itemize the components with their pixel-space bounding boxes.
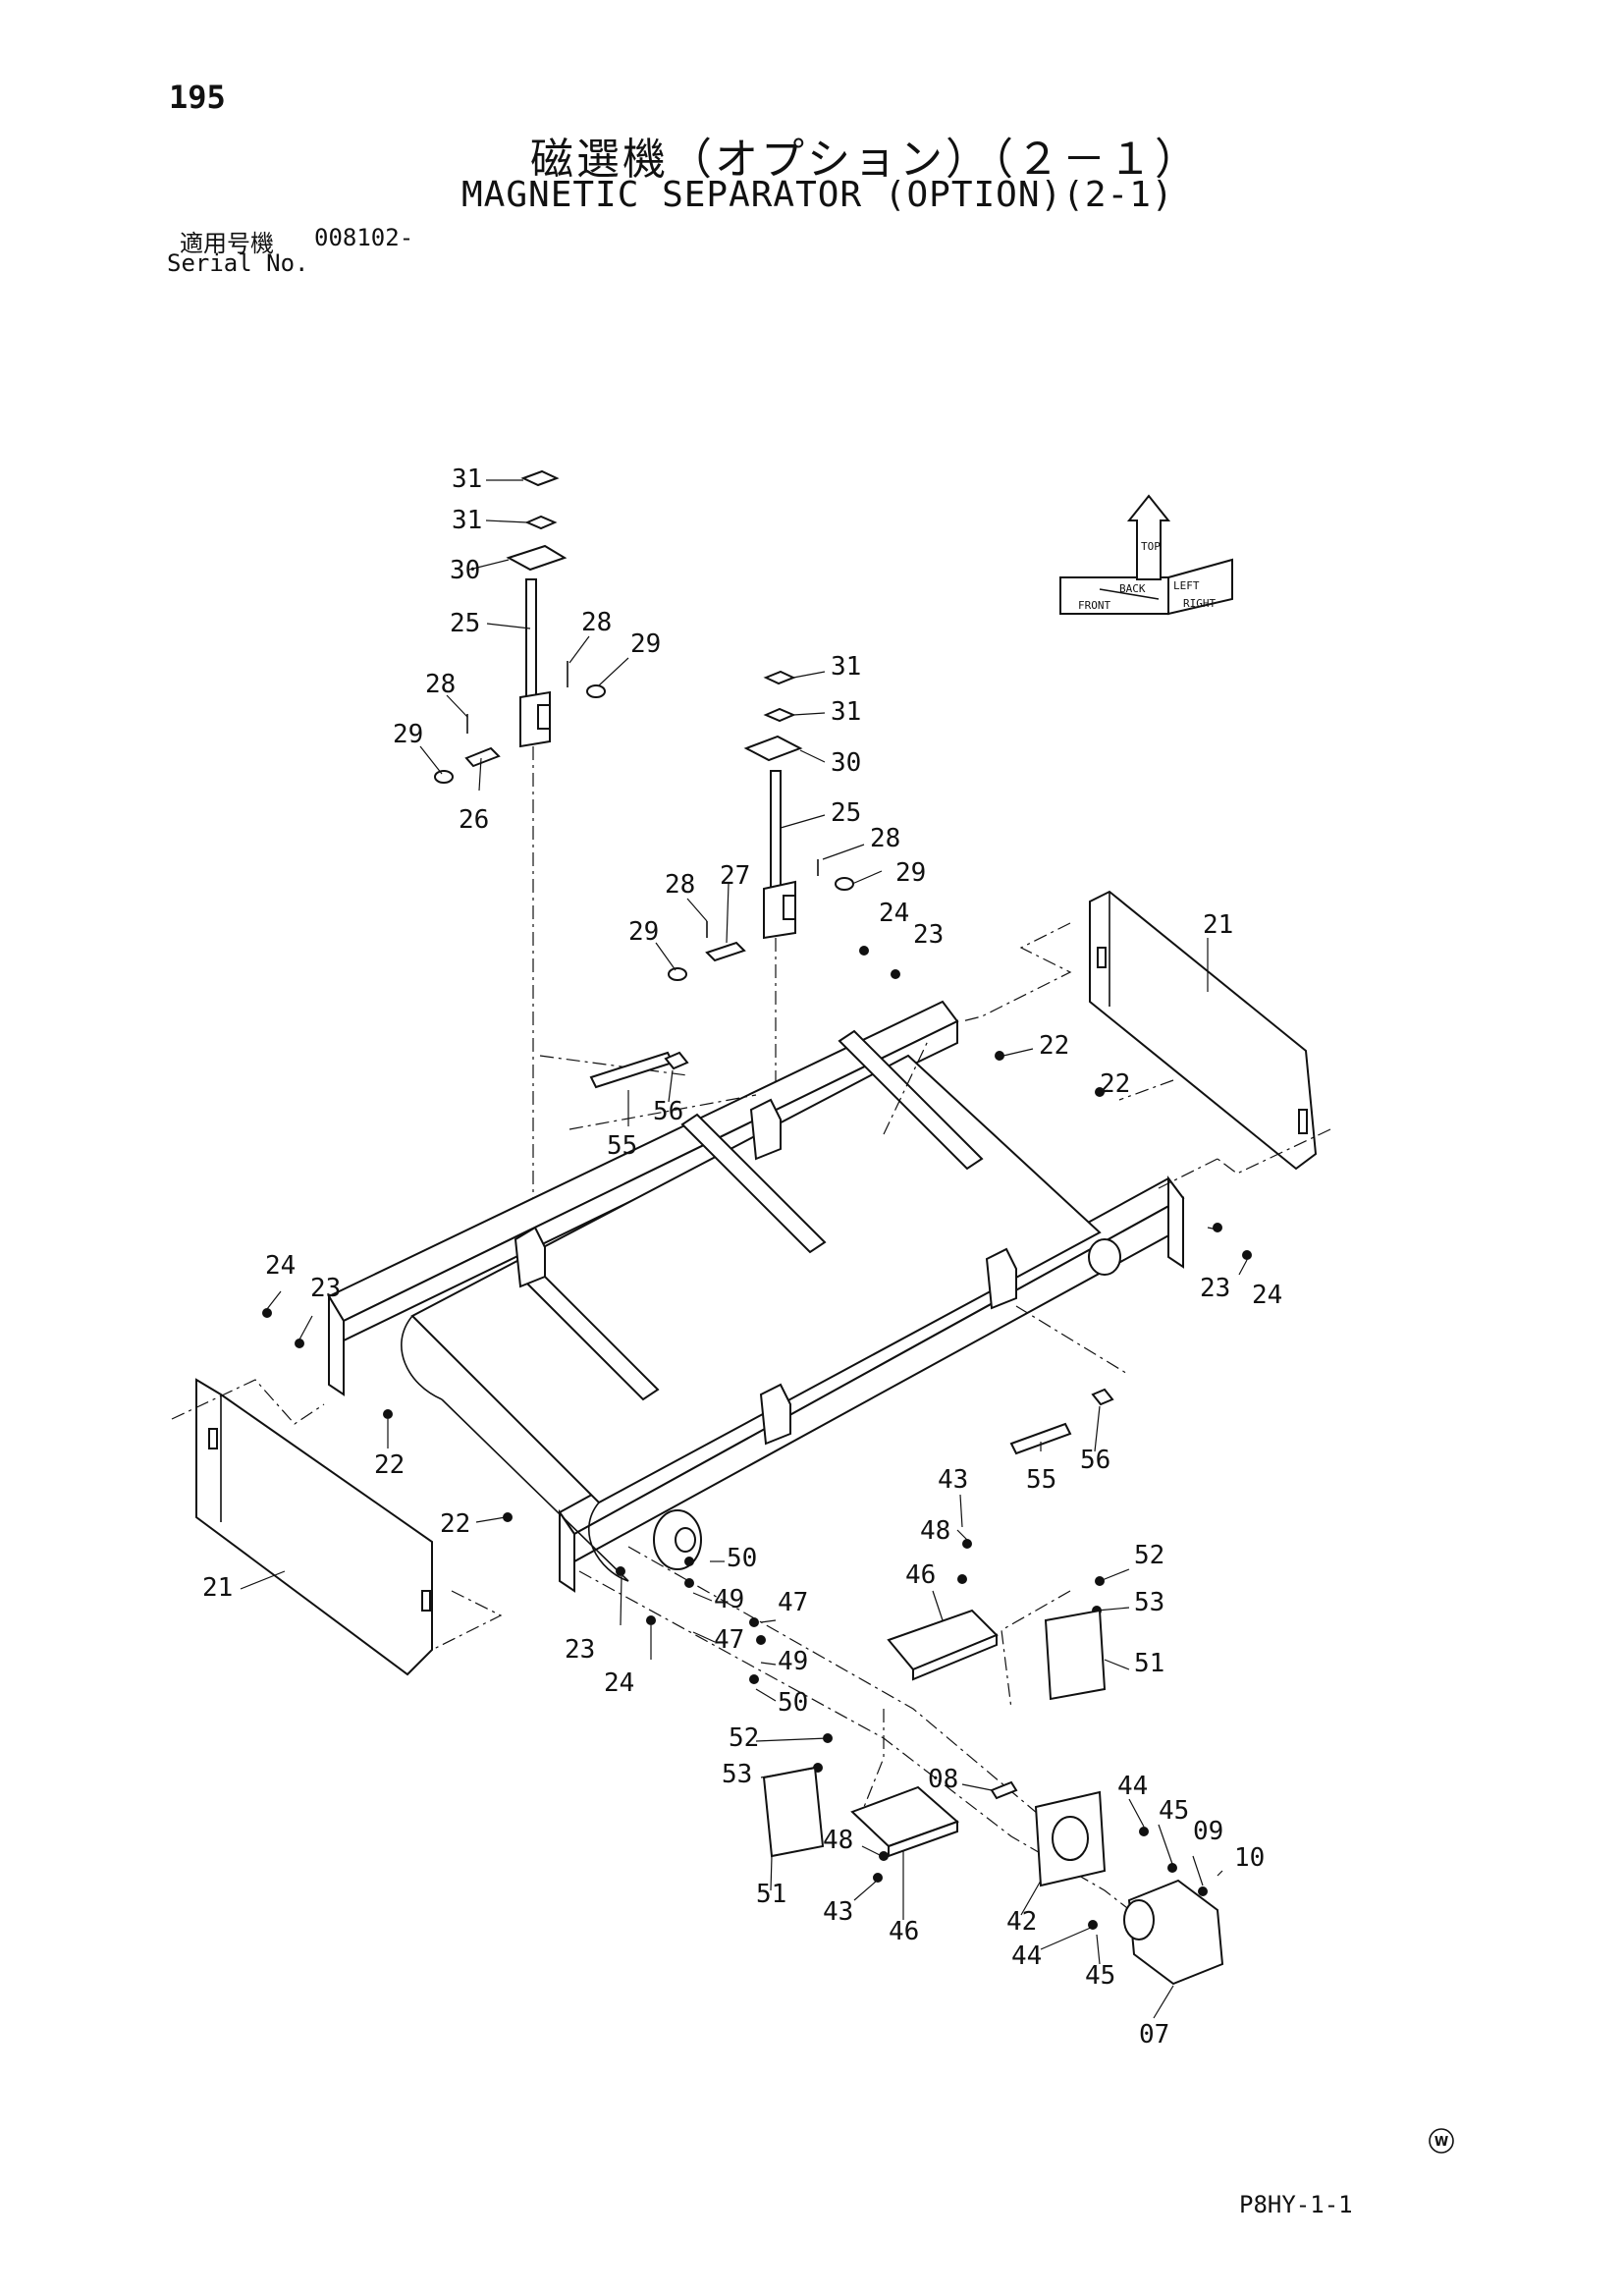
motor-plate-42 bbox=[1034, 1790, 1107, 1887]
part-label: 24 bbox=[265, 1251, 296, 1281]
part-label: 28 bbox=[581, 608, 612, 637]
bracket-46-upper bbox=[887, 1609, 999, 1681]
w-circle-mark-icon: W bbox=[1429, 2128, 1454, 2154]
part-label: 26 bbox=[459, 805, 489, 835]
svg-text:W: W bbox=[1434, 2135, 1448, 2150]
part-label: 31 bbox=[831, 697, 861, 727]
part-label: 43 bbox=[938, 1465, 968, 1495]
part-label: 29 bbox=[895, 858, 926, 888]
part-label: 56 bbox=[1080, 1446, 1110, 1475]
serial-label-japanese: 適用号機 bbox=[180, 230, 274, 257]
fasteners bbox=[262, 946, 1252, 1930]
drawing-code: P8HY-1-1 bbox=[1239, 2191, 1353, 2218]
part-label: 25 bbox=[450, 609, 480, 638]
part-label: 29 bbox=[630, 629, 661, 659]
leader-lines bbox=[240, 479, 1248, 2019]
part-label: 53 bbox=[1134, 1588, 1164, 1617]
part-label: 09 bbox=[1193, 1817, 1223, 1846]
part-label: 23 bbox=[913, 920, 944, 950]
part-label: 21 bbox=[1203, 910, 1233, 940]
part-label: 25 bbox=[831, 798, 861, 828]
part-label: 53 bbox=[722, 1760, 752, 1789]
part-label: 31 bbox=[452, 506, 482, 535]
part-label: 29 bbox=[628, 917, 659, 947]
side-cover-right bbox=[1089, 890, 1318, 1171]
part-label: 55 bbox=[607, 1131, 637, 1161]
part-label: 44 bbox=[1117, 1772, 1148, 1801]
part-label: 10 bbox=[1234, 1843, 1265, 1873]
hanger-assembly-center bbox=[668, 670, 854, 1316]
part-label: 24 bbox=[879, 899, 909, 928]
direction-indicator: FRONT BACK TOP LEFT RIGHT bbox=[1059, 494, 1233, 616]
part-label: 21 bbox=[202, 1573, 233, 1603]
part-label: 47 bbox=[714, 1625, 744, 1655]
part-label: 45 bbox=[1159, 1796, 1189, 1826]
part-label: 48 bbox=[823, 1826, 853, 1855]
part-label: 46 bbox=[905, 1560, 936, 1590]
serial-number-value: 008102- bbox=[314, 224, 414, 251]
part-label: 51 bbox=[1134, 1649, 1164, 1678]
part-label: 24 bbox=[604, 1668, 634, 1698]
part-label: 23 bbox=[1200, 1274, 1230, 1303]
part-label: 31 bbox=[452, 465, 482, 494]
part-label: 51 bbox=[756, 1880, 786, 1909]
page-number: 195 bbox=[169, 79, 226, 116]
motor-07 bbox=[1123, 1879, 1224, 1986]
part-label: 46 bbox=[889, 1917, 919, 1946]
part-label: 49 bbox=[778, 1647, 808, 1676]
shafts-and-collars bbox=[589, 1051, 1114, 1455]
part-label: 28 bbox=[870, 824, 900, 853]
direction-label-back: BACK bbox=[1119, 582, 1146, 595]
serial-label-english: Serial No. bbox=[167, 249, 309, 277]
part-label: 50 bbox=[727, 1544, 757, 1573]
part-label: 08 bbox=[928, 1765, 958, 1794]
phantom-outlines bbox=[171, 922, 1331, 1926]
part-label: 52 bbox=[1134, 1541, 1164, 1570]
part-label: 29 bbox=[393, 720, 423, 749]
part-label: 22 bbox=[440, 1509, 470, 1539]
part-label: 24 bbox=[1252, 1281, 1282, 1310]
direction-label-front: FRONT bbox=[1078, 599, 1110, 612]
part-label: 56 bbox=[653, 1097, 683, 1126]
direction-label-left: LEFT bbox=[1173, 579, 1200, 592]
page-title-english: MAGNETIC SEPARATOR (OPTION)(2-1) bbox=[461, 175, 1174, 215]
part-label: 45 bbox=[1085, 1961, 1115, 1991]
side-cover-left bbox=[195, 1378, 433, 1676]
bracket-46-lower bbox=[850, 1785, 959, 1858]
part-labels: 31 31 30 25 28 29 28 29 26 31 31 30 25 2… bbox=[202, 465, 1282, 2050]
part-label: 22 bbox=[374, 1450, 405, 1480]
conveyor-frame bbox=[327, 1000, 1185, 1593]
key-08 bbox=[990, 1780, 1018, 1800]
part-label: 07 bbox=[1139, 2020, 1169, 2050]
direction-label-top: TOP bbox=[1141, 540, 1161, 553]
part-label: 30 bbox=[831, 748, 861, 778]
page-title-japanese: 磁選機（オプション）（２－１） bbox=[530, 135, 1201, 185]
part-label: 28 bbox=[665, 870, 695, 900]
part-label: 44 bbox=[1011, 1941, 1042, 1971]
part-label: 28 bbox=[425, 670, 456, 699]
part-label: 48 bbox=[920, 1516, 950, 1546]
direction-label-right: RIGHT bbox=[1183, 597, 1216, 610]
part-label: 43 bbox=[823, 1897, 853, 1927]
part-label: 22 bbox=[1039, 1031, 1069, 1061]
part-label: 52 bbox=[729, 1723, 759, 1753]
part-label: 42 bbox=[1006, 1907, 1037, 1937]
part-label: 30 bbox=[450, 556, 480, 585]
part-label: 23 bbox=[310, 1274, 341, 1303]
part-label: 55 bbox=[1026, 1465, 1056, 1495]
cover-51-lower bbox=[762, 1766, 825, 1858]
hanger-assembly-left bbox=[434, 469, 606, 1203]
part-label: 23 bbox=[565, 1635, 595, 1665]
part-label: 27 bbox=[720, 861, 750, 891]
part-label: 31 bbox=[831, 652, 861, 682]
part-label: 49 bbox=[714, 1585, 744, 1614]
part-label: 22 bbox=[1100, 1069, 1130, 1099]
part-label: 47 bbox=[778, 1588, 808, 1617]
cover-51-upper bbox=[1044, 1609, 1107, 1701]
part-label: 50 bbox=[778, 1688, 808, 1718]
